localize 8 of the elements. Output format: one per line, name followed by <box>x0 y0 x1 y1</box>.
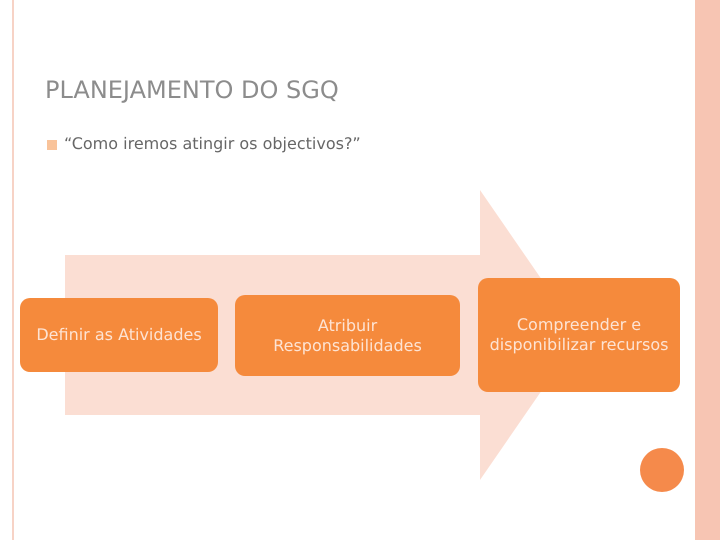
box-text: Compreender e disponibilizar recursos <box>488 315 670 355</box>
process-box <box>478 278 680 392</box>
bullet-text: “Como iremos atingir os objectivos?” <box>64 134 361 153</box>
process-box <box>235 295 460 376</box>
title: PLANEJAMENTO DO SGQ <box>45 76 339 104</box>
box-text: Definir as Atividades <box>36 325 202 345</box>
process-box <box>20 298 218 372</box>
box-text: Atribuir Responsabilidades <box>272 316 423 356</box>
